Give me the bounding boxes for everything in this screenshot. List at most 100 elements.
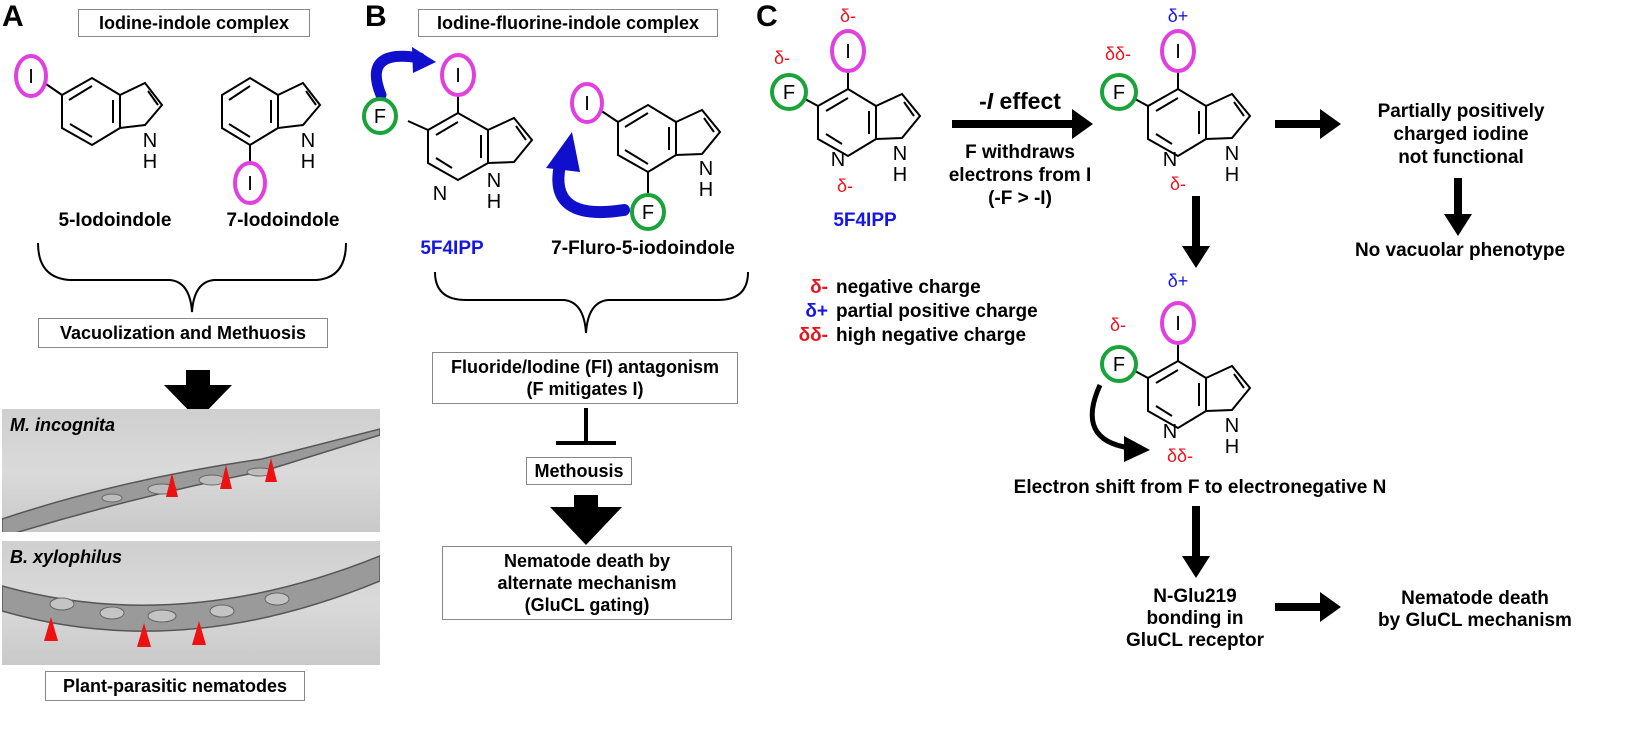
atom-f-c1: F (783, 82, 795, 104)
effect-italic-i: I (986, 88, 994, 114)
atom-i-b1: I (455, 65, 461, 87)
atom-i-a1: I (28, 66, 34, 88)
inhibition-bar (556, 408, 616, 445)
iodine-circle-c1 (830, 29, 866, 73)
box-nematode-death-alt: Nematode death by alternate mechanism (G… (442, 546, 732, 620)
charge-c1-f: δ- (774, 48, 790, 68)
species-label-b-xylophilus: B. xylophilus (10, 547, 123, 567)
iodine-circle-c3 (1160, 301, 1196, 345)
atom-i-c2: I (1175, 41, 1181, 63)
fluorine-circle-c2 (1100, 73, 1138, 111)
red-arrowheads (44, 458, 277, 647)
death-alt-line-2: alternate mechanism (497, 573, 677, 593)
fluorine-circle-b1 (362, 97, 398, 135)
atom-n-b1-ring: N (433, 183, 447, 205)
label-n-glu219: N-Glu219 bonding in GluCL receptor (1110, 586, 1280, 652)
curved-arrow-head-b1 (412, 47, 436, 73)
structure-5f4ipp-b (407, 94, 534, 182)
charge-c3-n: δδ- (1167, 446, 1193, 466)
box-iodine-fluorine-indole: Iodine-fluorine-indole complex (418, 9, 718, 37)
label-no-vacuolar: No vacuolar phenotype (1354, 240, 1566, 261)
legend-neg-symbol: δ- (810, 277, 828, 298)
bond-line-1: N-Glu219 (1153, 586, 1237, 607)
arrow-to-partial (1275, 109, 1341, 139)
curved-arrow-head-b2 (546, 132, 580, 172)
brace-b (434, 271, 749, 334)
structure-5f4ipp-c1 (804, 70, 922, 158)
fluorine-circle-c1 (770, 73, 808, 111)
atom-n-c3: N (1225, 415, 1239, 437)
atom-h-b1: H (487, 191, 501, 213)
charge-c2-n: δ- (1170, 174, 1186, 194)
death-alt-line-1: Nematode death by (503, 551, 671, 571)
label-f-withdraws: F withdraws electrons from I (-F > -I) (935, 141, 1105, 210)
panel-letter-a: A (2, 0, 24, 33)
curved-arrow-head-f-to-n (1124, 436, 1150, 462)
arrow-b-down (550, 495, 622, 545)
withdraw-line-1: F withdraws (965, 142, 1075, 163)
atom-n-a1: N (143, 130, 157, 152)
atom-f-b2: F (642, 202, 654, 224)
arrow-to-no-vacuolar (1444, 178, 1472, 236)
atom-f-c2: F (1113, 82, 1125, 104)
atom-h-c1: H (893, 164, 907, 186)
charge-legend: δ-negative charge δ+partial positive cha… (776, 276, 1038, 348)
partial-line-2: charged iodine (1393, 124, 1529, 145)
withdraw-line-2: electrons from I (948, 165, 1092, 186)
atom-n-c1: N (893, 143, 907, 165)
atom-i-a2: I (247, 173, 253, 195)
death-alt-line-3: (GluCL gating) (524, 595, 650, 615)
charge-c2-f: δδ- (1105, 44, 1131, 64)
atom-i-c3: I (1175, 313, 1181, 335)
legend-neg: δ-negative charge (776, 276, 1038, 300)
legend-high-neg-symbol: δδ- (798, 325, 828, 346)
fluorine-circle-c3 (1100, 345, 1138, 383)
arrow-a-down (164, 370, 232, 420)
label-nematode-death-glucl: Nematode death by GluCL mechanism (1350, 588, 1600, 632)
atom-n-b1: N (487, 170, 501, 192)
antagonism-line-1: Fluoride/Iodine (FI) antagonism (451, 357, 719, 377)
atom-h-b2: H (699, 179, 713, 201)
atom-f-b1: F (374, 106, 386, 128)
bond-line-3: GluCL receptor (1126, 630, 1264, 651)
atom-n-c2-ring: N (1163, 149, 1177, 171)
box-iodine-indole: Iodine-indole complex (78, 9, 310, 37)
charge-c1-i: δ- (840, 6, 856, 26)
curved-arrow-f-to-i-b2 (552, 159, 630, 219)
curved-arrow-f-to-n (1089, 383, 1131, 451)
species-label-m-incognita: M. incognita (10, 415, 115, 435)
withdraw-line-3: (-F > -I) (988, 188, 1052, 209)
fluorine-circle-b2 (630, 193, 666, 231)
label-5-iodoindole: 5-Iodoindole (58, 210, 172, 231)
structure-7-fluro-5-iodoindole (599, 103, 722, 193)
worm-image-b-xylophilus: B. xylophilus (2, 541, 380, 665)
curved-arrow-f-to-i-b1 (370, 50, 426, 101)
iodine-circle-b1 (440, 53, 476, 97)
death-glucl-line-1: Nematode death (1401, 588, 1549, 609)
partial-line-3: not functional (1398, 147, 1524, 168)
iodine-circle-c2 (1160, 29, 1196, 73)
box-fi-antagonism: Fluoride/Iodine (FI) antagonism (F mitig… (432, 352, 738, 404)
atom-h-c2: H (1225, 164, 1239, 186)
worm-image-m-incognita: M. incognita (2, 409, 380, 532)
label-7-fluro-5-iodoindole: 7-Fluro-5-iodoindole (551, 238, 735, 259)
legend-pos-text: partial positive charge (836, 301, 1038, 322)
effect-prefix: - (979, 88, 987, 114)
arrow-down-c2 (1182, 506, 1210, 578)
atom-i-c1: I (845, 41, 851, 63)
atom-n-c2: N (1225, 143, 1239, 165)
atom-f-c3: F (1113, 354, 1125, 376)
charge-c1-n: δ- (837, 176, 853, 196)
structure-5-iodoindole (45, 76, 164, 147)
arrow-effect (952, 109, 1093, 139)
iodine-circle-a2 (233, 161, 267, 205)
iodine-circle-b2 (570, 82, 604, 124)
atom-n-c3-ring: N (1163, 421, 1177, 443)
antagonism-line-2: (F mitigates I) (526, 379, 644, 399)
atom-h-c3: H (1225, 436, 1239, 458)
box-plant-parasitic: Plant-parasitic nematodes (45, 671, 305, 701)
panel-letter-b: B (365, 0, 387, 33)
legend-high-neg: δδ-high negative charge (776, 324, 1038, 348)
arrow-to-death-c (1275, 592, 1341, 622)
